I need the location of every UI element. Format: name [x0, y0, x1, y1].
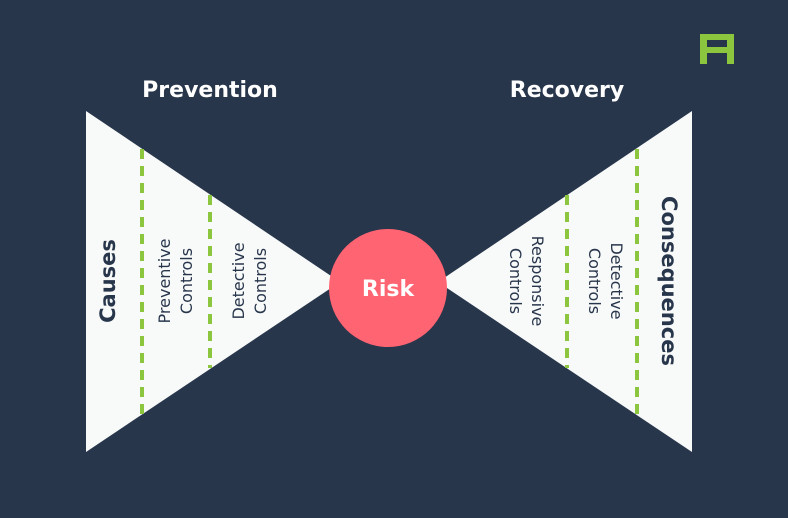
recovery-heading: Recovery	[510, 78, 624, 103]
prevention-wing	[86, 111, 340, 452]
detective-controls-right-label: Detective Controls	[585, 242, 626, 319]
detective-controls-right-line1: Detective	[607, 242, 626, 319]
responsive-controls-line2: Controls	[506, 248, 525, 314]
detective-controls-left-label: Detective Controls	[229, 242, 270, 319]
responsive-controls-line1: Responsive	[528, 236, 547, 327]
detective-controls-left-line1: Detective	[229, 242, 248, 319]
risk-label: Risk	[362, 277, 416, 302]
consequences-label: Consequences	[657, 196, 681, 366]
causes-label: Causes	[96, 239, 120, 323]
responsive-controls-label: Responsive Controls	[506, 236, 547, 327]
preventive-controls-line1: Preventive	[155, 239, 174, 324]
detective-controls-left-line2: Controls	[251, 248, 270, 314]
prevention-heading: Prevention	[142, 78, 278, 103]
preventive-controls-label: Preventive Controls	[155, 239, 196, 324]
risk-circle	[329, 229, 447, 347]
preventive-controls-line2: Controls	[177, 248, 196, 314]
detective-controls-right-line2: Controls	[585, 248, 604, 314]
brand-logo-icon	[700, 34, 734, 64]
